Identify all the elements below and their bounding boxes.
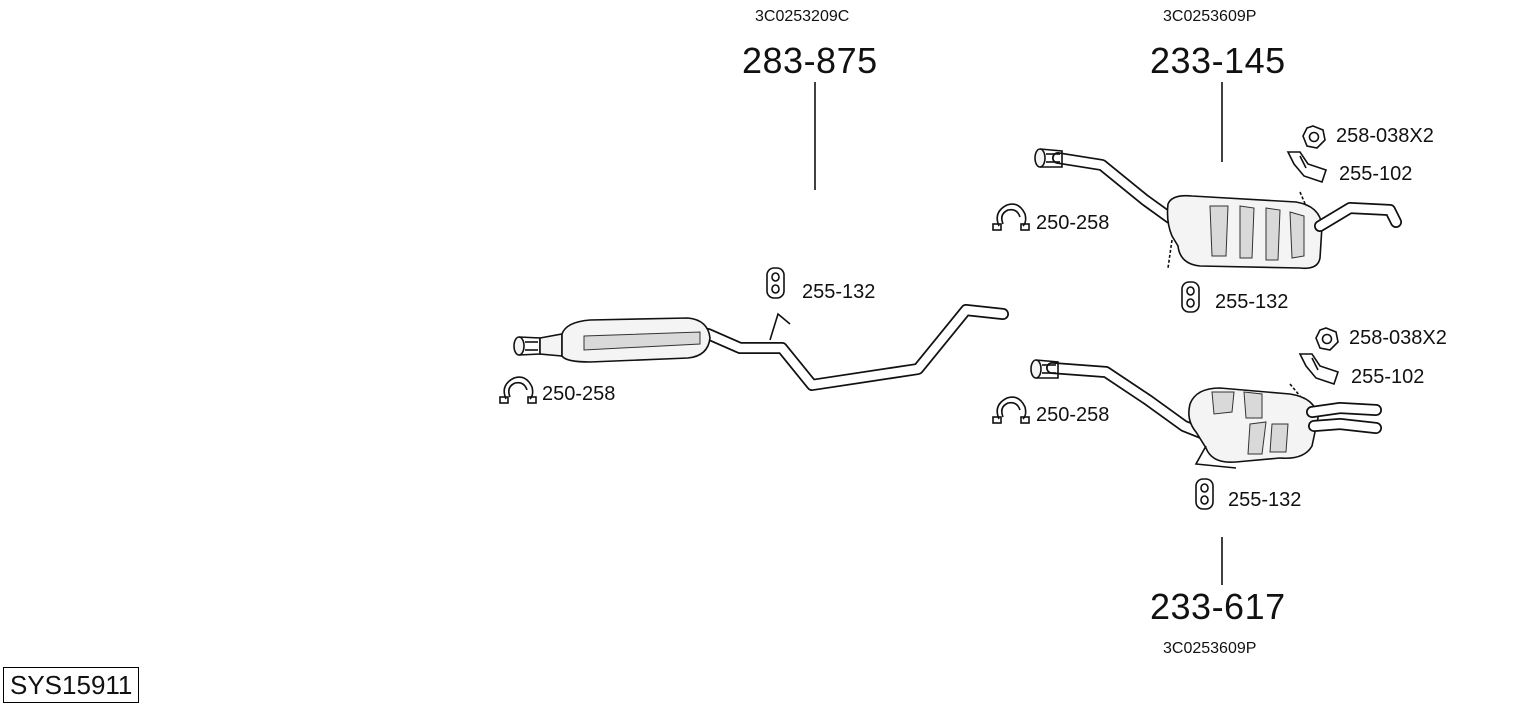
oe-number-rear2: 3C0253609P [1163, 640, 1257, 657]
label-rear2-clamp[interactable]: 250-258 [1036, 404, 1110, 426]
label-rear2-nut[interactable]: 258-038X2 [1349, 327, 1447, 349]
part-number-rear-silencer-1[interactable]: 233-145 [1150, 40, 1286, 81]
oe-number-rear1: 3C0253609P [1163, 8, 1257, 25]
system-code-box: SYS15911 [3, 667, 140, 703]
label-rear2-bracket[interactable]: 255-102 [1351, 366, 1425, 388]
nut-icon [1302, 125, 1326, 149]
part-number-front-pipe[interactable]: 283-875 [742, 40, 878, 81]
bracket-icon [1286, 151, 1328, 184]
rubber-mount-icon [1181, 281, 1200, 313]
label-rear1-clamp[interactable]: 250-258 [1036, 212, 1110, 234]
label-rear1-nut[interactable]: 258-038X2 [1336, 125, 1434, 147]
clamp-icon [992, 396, 1030, 424]
nut-icon [1315, 327, 1339, 351]
label-rear1-bracket[interactable]: 255-102 [1339, 163, 1413, 185]
rear-silencer-1-assembly[interactable] [1034, 148, 1402, 270]
label-front-rubber-mount[interactable]: 255-132 [802, 281, 876, 303]
rear-silencer-2-assembly[interactable] [1030, 359, 1382, 469]
clamp-icon [499, 376, 537, 404]
label-rear1-rubber-mount[interactable]: 255-132 [1215, 291, 1289, 313]
label-front-clamp[interactable]: 250-258 [542, 383, 616, 405]
part-number-rear-silencer-2[interactable]: 233-617 [1150, 586, 1286, 627]
rubber-mount-icon [1195, 478, 1214, 510]
clamp-icon [992, 203, 1030, 231]
oe-number-front: 3C0253209C [755, 8, 850, 25]
front-pipe-assembly[interactable] [513, 304, 1009, 391]
bracket-icon [1298, 353, 1340, 386]
label-rear2-rubber-mount[interactable]: 255-132 [1228, 489, 1302, 511]
rubber-mount-icon [766, 267, 785, 299]
